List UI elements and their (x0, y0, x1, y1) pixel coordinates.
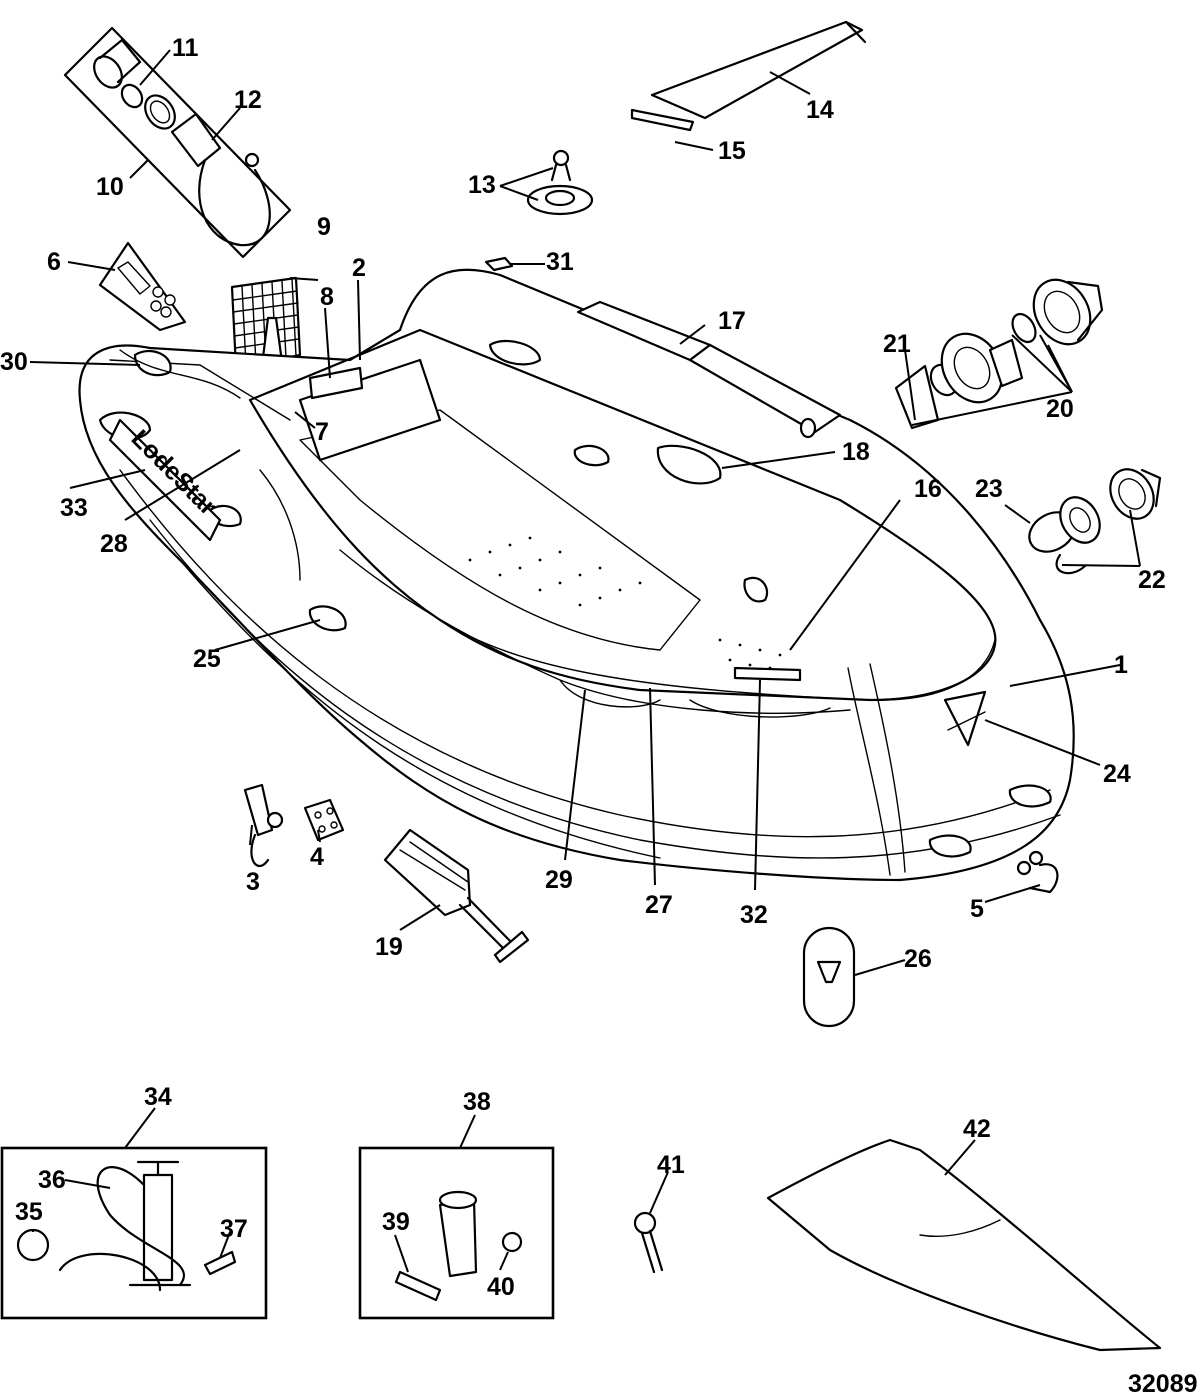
callout-41: 41 (657, 1151, 685, 1179)
callout-35: 35 (15, 1198, 43, 1226)
callout-13: 13 (468, 171, 496, 199)
star-logo (943, 690, 987, 747)
part-valve-20 (894, 278, 1104, 430)
part-boat-cover (766, 1138, 1162, 1352)
callout-33: 33 (60, 494, 88, 522)
callout-26: 26 (904, 945, 932, 973)
callout-27: 27 (645, 891, 673, 919)
callout-5: 5 (970, 895, 984, 923)
callout-12: 12 (234, 86, 262, 114)
callout-7: 7 (315, 418, 329, 446)
callout-22: 22 (1138, 566, 1166, 594)
part-pump (16, 1160, 237, 1292)
repair-kit-box (358, 1146, 555, 1320)
callout-23: 23 (975, 475, 1003, 503)
callout-10: 10 (96, 173, 124, 201)
leader-lines (29, 49, 1141, 1273)
callout-4: 4 (310, 843, 324, 871)
callout-31: 31 (546, 248, 574, 276)
callout-2: 2 (352, 254, 366, 282)
callout-3: 3 (246, 868, 260, 896)
gauge-icon (16, 1228, 50, 1262)
floor-texture (468, 536, 792, 672)
part-cap-fitting (526, 149, 594, 216)
callout-1: 1 (1114, 651, 1128, 679)
callout-20: 20 (1046, 395, 1074, 423)
callout-34: 34 (144, 1083, 172, 1111)
callout-28: 28 (100, 530, 128, 558)
callout-8: 8 (320, 283, 334, 311)
part-valve-assembly (63, 26, 292, 259)
callout-21: 21 (883, 330, 911, 358)
part-small-strip (484, 256, 514, 272)
inflatable-boat-hull: LodeStar (78, 268, 1075, 882)
pump-kit-box (0, 1146, 268, 1320)
part-bolt (633, 1211, 664, 1274)
callout-14: 14 (806, 96, 834, 124)
callout-18: 18 (842, 438, 870, 466)
callout-15: 15 (718, 137, 746, 165)
callout-6: 6 (47, 248, 61, 276)
callout-labels: 1 2 3 4 5 6 7 8 9 10 11 12 13 14 15 16 1… (0, 34, 1198, 1398)
part-seat-board (630, 20, 867, 132)
callout-30: 30 (0, 348, 28, 376)
diagram-id: 32089 (1128, 1370, 1198, 1398)
part-pad-4 (303, 798, 345, 842)
callout-17: 17 (718, 307, 746, 335)
callout-9: 9 (317, 213, 331, 241)
part-repair-kit (394, 1190, 523, 1302)
part-bench-seat (576, 300, 842, 439)
callout-32: 32 (740, 901, 768, 929)
callout-29: 29 (545, 866, 573, 894)
part-accessory-plate (98, 241, 187, 332)
callout-25: 25 (193, 645, 221, 673)
part-d-ring-patch (802, 926, 856, 1028)
callout-40: 40 (487, 1273, 515, 1301)
callout-16: 16 (914, 475, 942, 503)
part-valve-22 (1028, 468, 1162, 575)
callout-19: 19 (375, 933, 403, 961)
callout-24: 24 (1103, 760, 1131, 788)
part-hook-3 (243, 783, 284, 867)
callout-37: 37 (220, 1215, 248, 1243)
callout-36: 36 (38, 1166, 66, 1194)
callout-42: 42 (963, 1115, 991, 1143)
callout-11: 11 (172, 34, 199, 62)
callout-38: 38 (463, 1088, 491, 1116)
callout-39: 39 (382, 1208, 410, 1236)
part-paddle (383, 828, 530, 964)
